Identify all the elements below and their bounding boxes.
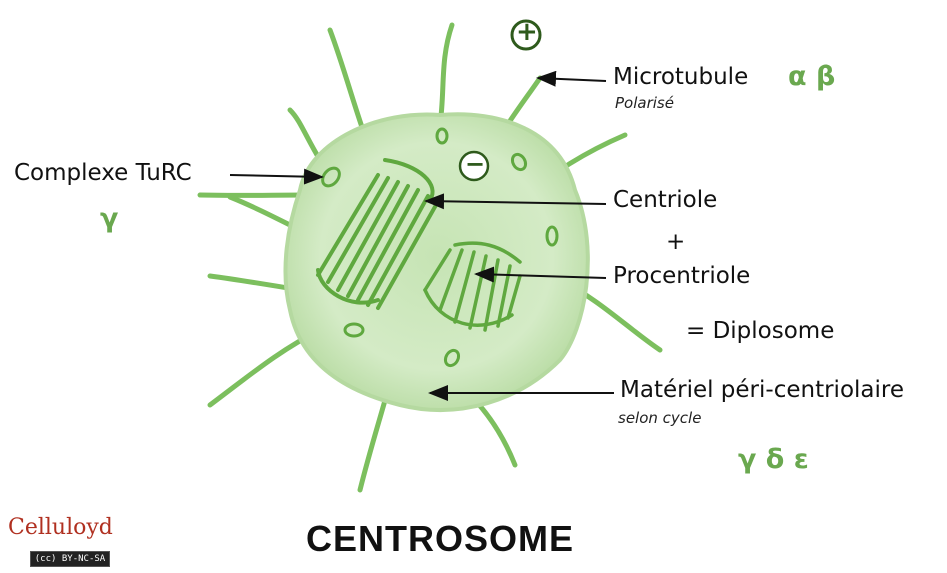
- label-procentriole: Procentriole: [613, 263, 751, 289]
- label-microtubule-greek: α β: [788, 61, 836, 92]
- arrows: [229, 70, 614, 401]
- brand-logo: Celluloyd: [8, 515, 113, 540]
- label-polarise: Polarisé: [615, 94, 674, 112]
- license-badge: (cc) BY-NC-SA: [30, 551, 110, 567]
- label-materiel: Matériel péri-centriolaire: [620, 377, 904, 403]
- label-materiel-greek: γ δ ε: [738, 444, 809, 475]
- page-title: CENTROSOME: [306, 518, 575, 559]
- label-diplosome: = Diplosome: [686, 318, 835, 344]
- label-turc-greek: γ: [100, 203, 119, 234]
- turc-rings: [321, 127, 559, 368]
- minus-end-glyph: −: [465, 150, 486, 178]
- plus-end-marker: [510, 19, 542, 51]
- label-microtubule: Microtubule: [613, 64, 749, 90]
- plus-end-glyph: +: [516, 17, 538, 47]
- pericentriolar-material: [283, 112, 590, 412]
- label-selon-cycle: selon cycle: [618, 409, 702, 427]
- minus-end-marker: [458, 150, 490, 182]
- label-plus: +: [666, 229, 686, 255]
- label-complexe-turc: Complexe TuRC: [14, 160, 192, 186]
- procentriole-shape: [423, 241, 522, 332]
- label-centriole: Centriole: [613, 187, 718, 213]
- centriole-shape: [316, 158, 438, 310]
